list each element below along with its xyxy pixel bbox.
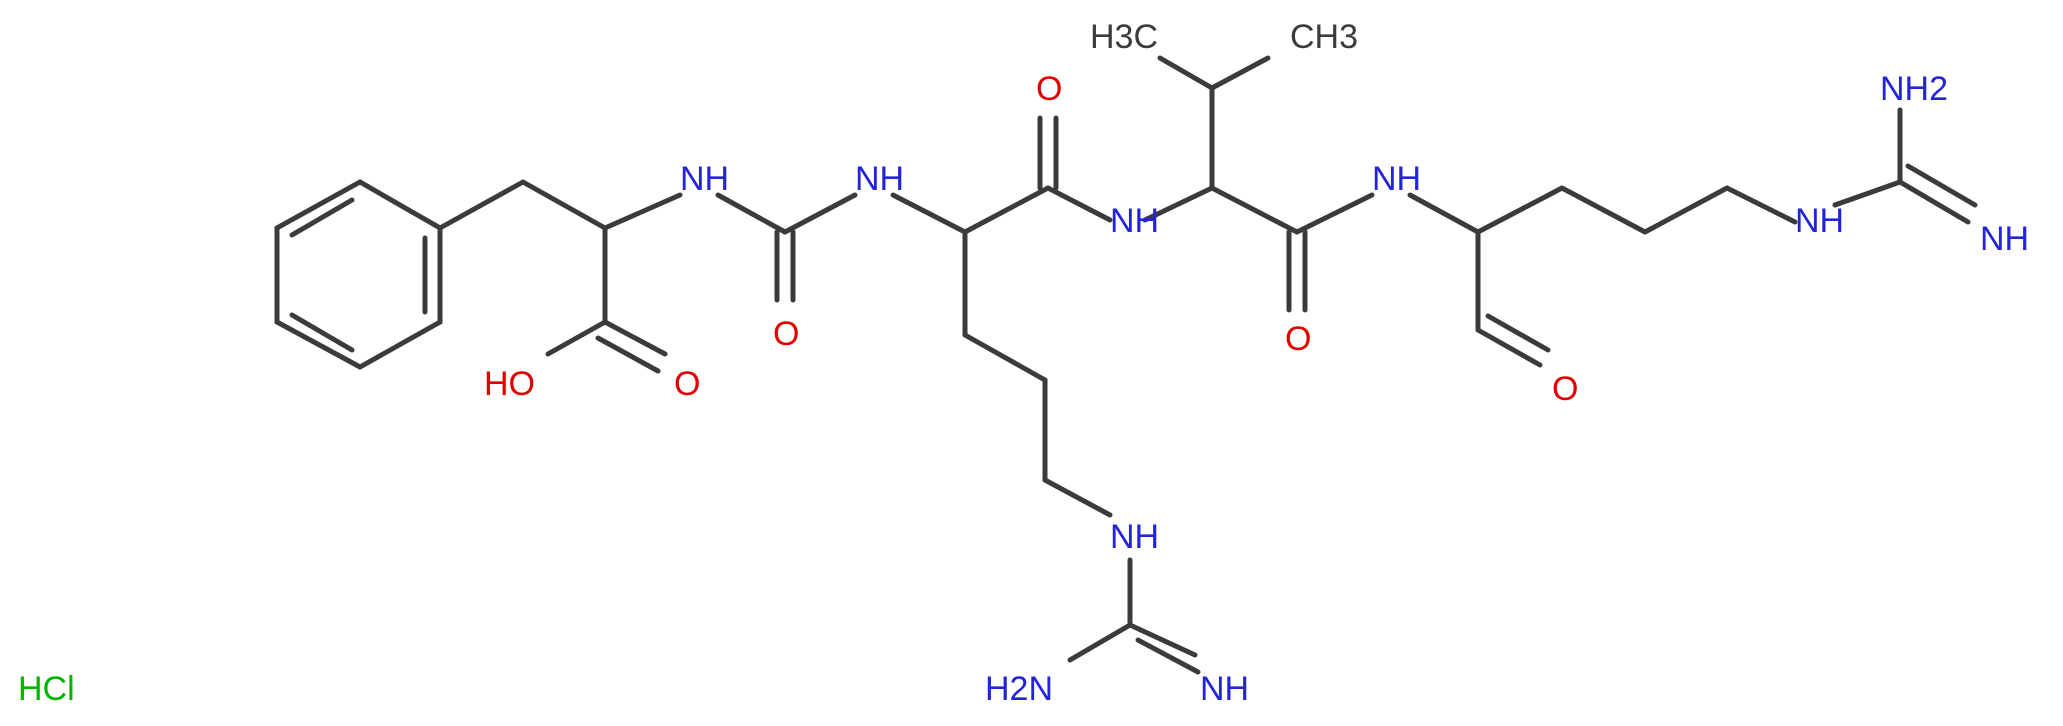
label-oxygen-val: O [1285,320,1311,358]
label-nh-imine-2: NH [1980,220,2029,258]
label-nh2-guanidine-2: NH2 [1880,70,1948,108]
label-nh-imine-1: NH [1200,670,1249,708]
bond-lines [274,55,1978,675]
label-nh-guanidine-2: NH [1795,202,1844,240]
label-ch3-left: H3C [1090,18,1158,56]
label-nh-urea-right: NH [855,160,904,198]
label-h2n-guanidine-1: H2N [985,670,1053,708]
label-oxygen-urea: O [773,315,799,353]
label-hydrochloride: HCl [18,670,75,708]
label-nh-arg2: NH [1372,160,1421,198]
label-ch3-right: CH3 [1290,18,1358,56]
label-nh-guanidine-1: NH [1110,518,1159,556]
label-oxygen-acid: O [674,365,700,403]
label-nh-val: NH [1110,202,1159,240]
label-nh-urea-left: NH [680,160,729,198]
label-hydroxyl: HO [484,365,535,403]
atom-labels: H3C CH3 O NH NH NH NH O HO O O O NH H2N … [18,18,2029,708]
label-oxygen-aldehyde: O [1552,370,1578,408]
label-oxygen-carbonyl-arg1: O [1036,70,1062,108]
